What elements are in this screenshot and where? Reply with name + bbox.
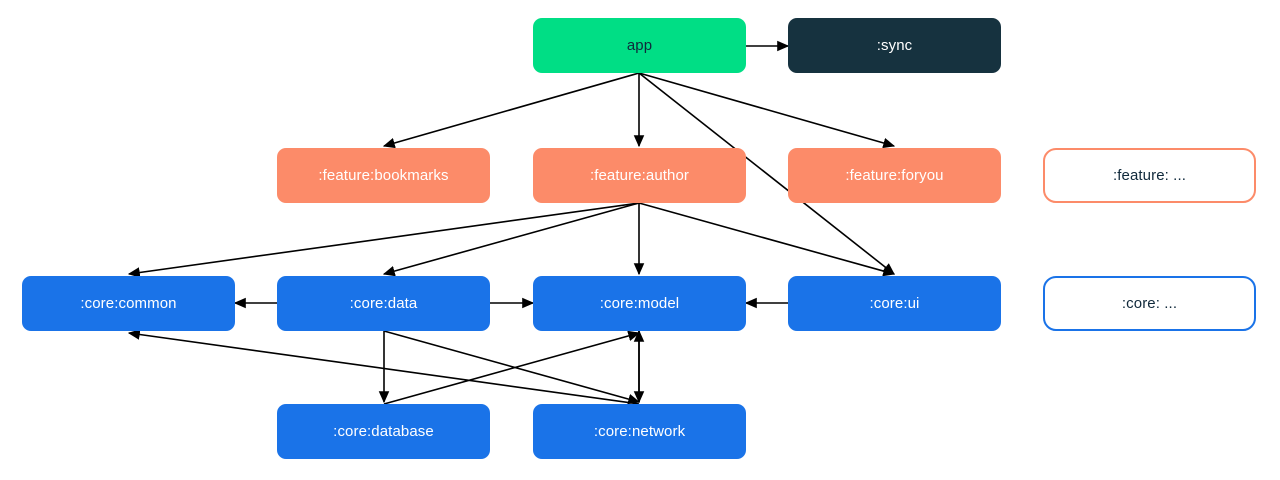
edge-feature-author-to-core-data (382, 202, 640, 277)
node-label-legend-feature: :feature: ... (1112, 166, 1186, 184)
edge-feature-author-to-core-ui (638, 202, 896, 277)
node-sync[interactable]: :sync (788, 18, 1001, 73)
node-label-sync: :sync (876, 36, 913, 54)
node-label-core-database: :core:database (333, 422, 434, 440)
edge-feature-author-to-core-common (127, 202, 640, 278)
node-core-ui[interactable]: :core:ui (788, 276, 1001, 331)
node-core-common[interactable]: :core:common (22, 276, 235, 331)
edge-core-network-to-core-common (127, 329, 640, 405)
node-label-feature-foryou: :feature:foryou (845, 166, 944, 184)
node-core-data[interactable]: :core:data (277, 276, 490, 331)
node-label-app: app (626, 36, 653, 54)
node-label-feature-author: :feature:author (589, 166, 690, 184)
edge-app-to-feature-bookmarks (382, 72, 640, 149)
node-legend-feature[interactable]: :feature: ... (1043, 148, 1256, 203)
node-label-core-common: :core:common (80, 294, 177, 312)
edge-core-database-to-core-model (383, 330, 641, 405)
node-feature-foryou[interactable]: :feature:foryou (788, 148, 1001, 203)
node-app[interactable]: app (533, 18, 746, 73)
node-label-core-data: :core:data (349, 294, 418, 312)
node-core-model[interactable]: :core:model (533, 276, 746, 331)
node-label-feature-bookmarks: :feature:bookmarks (318, 166, 449, 184)
node-feature-author[interactable]: :feature:author (533, 148, 746, 203)
node-legend-core[interactable]: :core: ... (1043, 276, 1256, 331)
node-core-network[interactable]: :core:network (533, 404, 746, 459)
edge-app-to-feature-foryou (638, 72, 896, 149)
node-label-core-ui: :core:ui (869, 294, 920, 312)
node-label-core-model: :core:model (599, 294, 680, 312)
node-feature-bookmarks[interactable]: :feature:bookmarks (277, 148, 490, 203)
node-label-core-network: :core:network (593, 422, 686, 440)
edge-group (127, 40, 896, 405)
node-label-legend-core: :core: ... (1121, 294, 1178, 312)
node-core-database[interactable]: :core:database (277, 404, 490, 459)
edge-core-data-to-core-network (383, 330, 641, 405)
